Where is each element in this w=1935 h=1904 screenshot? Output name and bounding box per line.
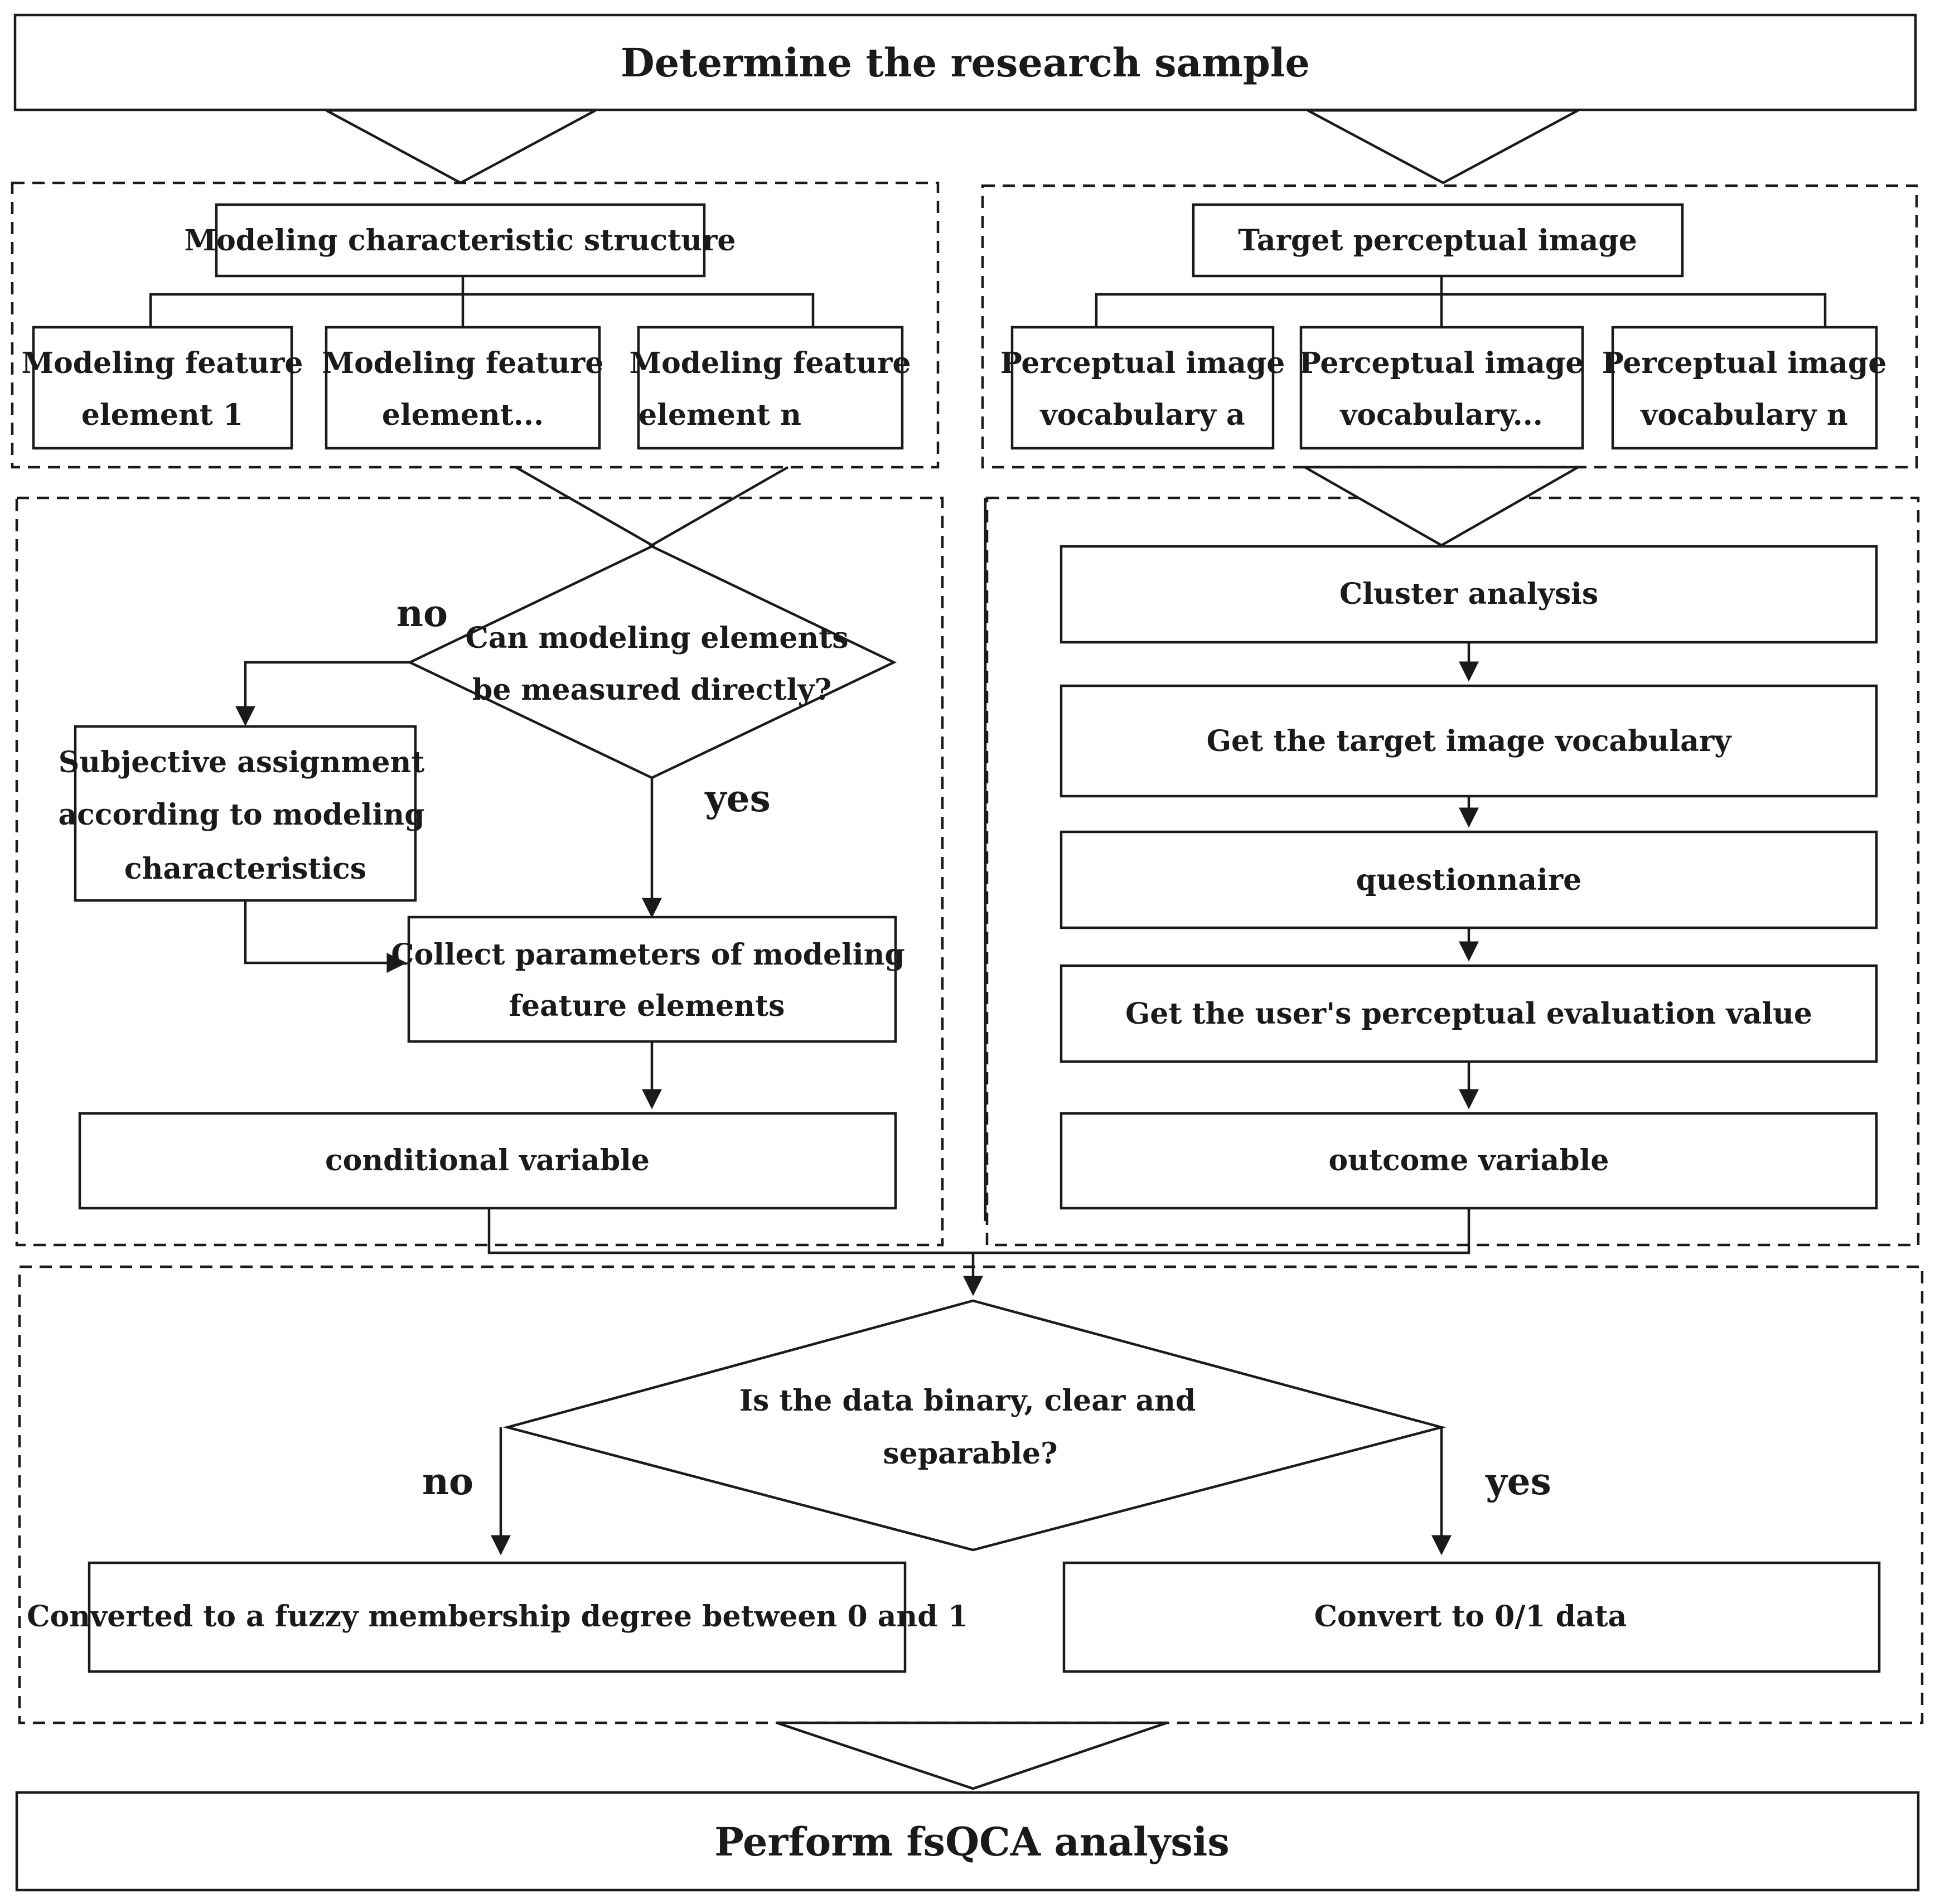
perceptual-vocabulary-n: Perceptual image vocabulary n bbox=[1602, 326, 1887, 450]
research-sample-label: Determine the research sample bbox=[621, 40, 1310, 86]
perceptual-evaluation-step: Get the user's perceptual evaluation val… bbox=[1060, 964, 1878, 1063]
left-measurement-group bbox=[15, 496, 944, 1247]
conditional-variable-label: conditional variable bbox=[325, 1144, 650, 1178]
funnel-left-b bbox=[649, 466, 789, 548]
funnel-left-a bbox=[515, 466, 655, 548]
element-n-line2: element n bbox=[638, 398, 801, 432]
calibration-group bbox=[18, 1265, 1924, 1724]
subjective-line1: Subjective assignment bbox=[59, 745, 425, 779]
measurable-decision-line1: Can modeling elements bbox=[465, 621, 848, 655]
funnel-right-mid bbox=[1300, 466, 1583, 547]
outcome-variable-step: outcome variable bbox=[1060, 1112, 1878, 1210]
modeling-feature-element-n: Modeling feature element n bbox=[630, 326, 911, 450]
research-sample-step: Determine the research sample bbox=[13, 13, 1917, 112]
funnel-bottom bbox=[776, 1721, 1168, 1790]
modeling-structure-header: Modeling characteristic structure bbox=[185, 203, 736, 278]
element-mid-line2: element... bbox=[382, 398, 544, 432]
conditional-variable-step: conditional variable bbox=[78, 1112, 897, 1210]
modeling-feature-element-mid: Modeling feature element... bbox=[322, 326, 604, 450]
target-vocabulary-label: Get the target image vocabulary bbox=[1207, 724, 1733, 758]
arrow-no-to-subjective bbox=[235, 661, 410, 726]
funnel-right-top bbox=[1307, 109, 1579, 185]
target-vocabulary-step: Get the target image vocabulary bbox=[1060, 684, 1878, 798]
left-tree-connector bbox=[149, 293, 815, 327]
right-tree-connector bbox=[1095, 293, 1827, 327]
binary-yes-label: yes bbox=[1485, 1460, 1551, 1503]
fuzzy-membership-step: Converted to a fuzzy membership degree b… bbox=[27, 1561, 968, 1673]
modeling-structure-label: Modeling characteristic structure bbox=[185, 224, 736, 258]
measurable-yes-label: yes bbox=[704, 777, 771, 820]
vocabulary-n-line1: Perceptual image bbox=[1602, 346, 1887, 380]
merge-connector bbox=[487, 1208, 1470, 1254]
funnel-left-top bbox=[325, 109, 597, 185]
element-mid-line1: Modeling feature bbox=[322, 346, 604, 380]
measurable-no-label: no bbox=[396, 592, 448, 635]
outcome-variable-label: outcome variable bbox=[1328, 1144, 1609, 1178]
vocabulary-n-line2: vocabulary n bbox=[1640, 398, 1847, 432]
fuzzy-membership-label: Converted to a fuzzy membership degree b… bbox=[27, 1600, 968, 1634]
subjective-line2: according to modeling bbox=[58, 798, 424, 832]
vocabulary-a-line1: Perceptual image bbox=[1000, 346, 1285, 380]
questionnaire-step: questionnaire bbox=[1060, 830, 1878, 929]
measurable-decision: Can modeling elements be measured direct… bbox=[407, 545, 897, 779]
measurable-decision-line2: be measured directly? bbox=[472, 673, 831, 707]
vocabulary-mid-line1: Perceptual image bbox=[1299, 346, 1584, 380]
left-structure-group bbox=[11, 181, 940, 469]
subjective-line3: characteristics bbox=[124, 852, 366, 886]
target-perceptual-image-header: Target perceptual image bbox=[1192, 203, 1684, 278]
perceptual-vocabulary-a: Perceptual image vocabulary a bbox=[1000, 326, 1285, 450]
crisp-conversion-label: Convert to 0/1 data bbox=[1314, 1600, 1627, 1634]
right-perception-group bbox=[981, 184, 1918, 469]
cluster-analysis-step: Cluster analysis bbox=[1060, 545, 1878, 644]
cluster-analysis-label: Cluster analysis bbox=[1339, 577, 1598, 611]
binary-decision-line1: Is the data binary, clear and bbox=[739, 1384, 1196, 1418]
modeling-feature-element-1: Modeling feature element 1 bbox=[22, 326, 303, 450]
binary-decision-line2: separable? bbox=[883, 1437, 1057, 1471]
collect-parameters-step: Collect parameters of modeling feature e… bbox=[391, 915, 905, 1043]
element-n-line1: Modeling feature bbox=[630, 346, 911, 380]
element-1-line2: element 1 bbox=[81, 398, 243, 432]
collect-line2: feature elements bbox=[509, 989, 785, 1023]
fsqca-analysis-step: Perform fsQCA analysis bbox=[15, 1791, 1920, 1892]
target-perceptual-image-label: Target perceptual image bbox=[1238, 224, 1637, 258]
perceptual-evaluation-label: Get the user's perceptual evaluation val… bbox=[1125, 997, 1812, 1031]
subjective-assignment-step: Subjective assignment according to model… bbox=[58, 725, 425, 902]
fsqca-analysis-label: Perform fsQCA analysis bbox=[714, 1819, 1229, 1865]
binary-no-label: no bbox=[422, 1460, 473, 1503]
questionnaire-label: questionnaire bbox=[1356, 863, 1582, 897]
collect-line1: Collect parameters of modeling bbox=[391, 938, 905, 972]
arrow-subjective-to-collect bbox=[244, 900, 407, 973]
element-1-line1: Modeling feature bbox=[22, 346, 303, 380]
vocabulary-a-line2: vocabulary a bbox=[1039, 398, 1245, 432]
crisp-conversion-step: Convert to 0/1 data bbox=[1062, 1561, 1881, 1673]
perceptual-vocabulary-mid: Perceptual image vocabulary... bbox=[1299, 326, 1584, 450]
vocabulary-mid-line2: vocabulary... bbox=[1339, 398, 1543, 432]
binary-data-decision: Is the data binary, clear and separable? bbox=[502, 1299, 1447, 1552]
